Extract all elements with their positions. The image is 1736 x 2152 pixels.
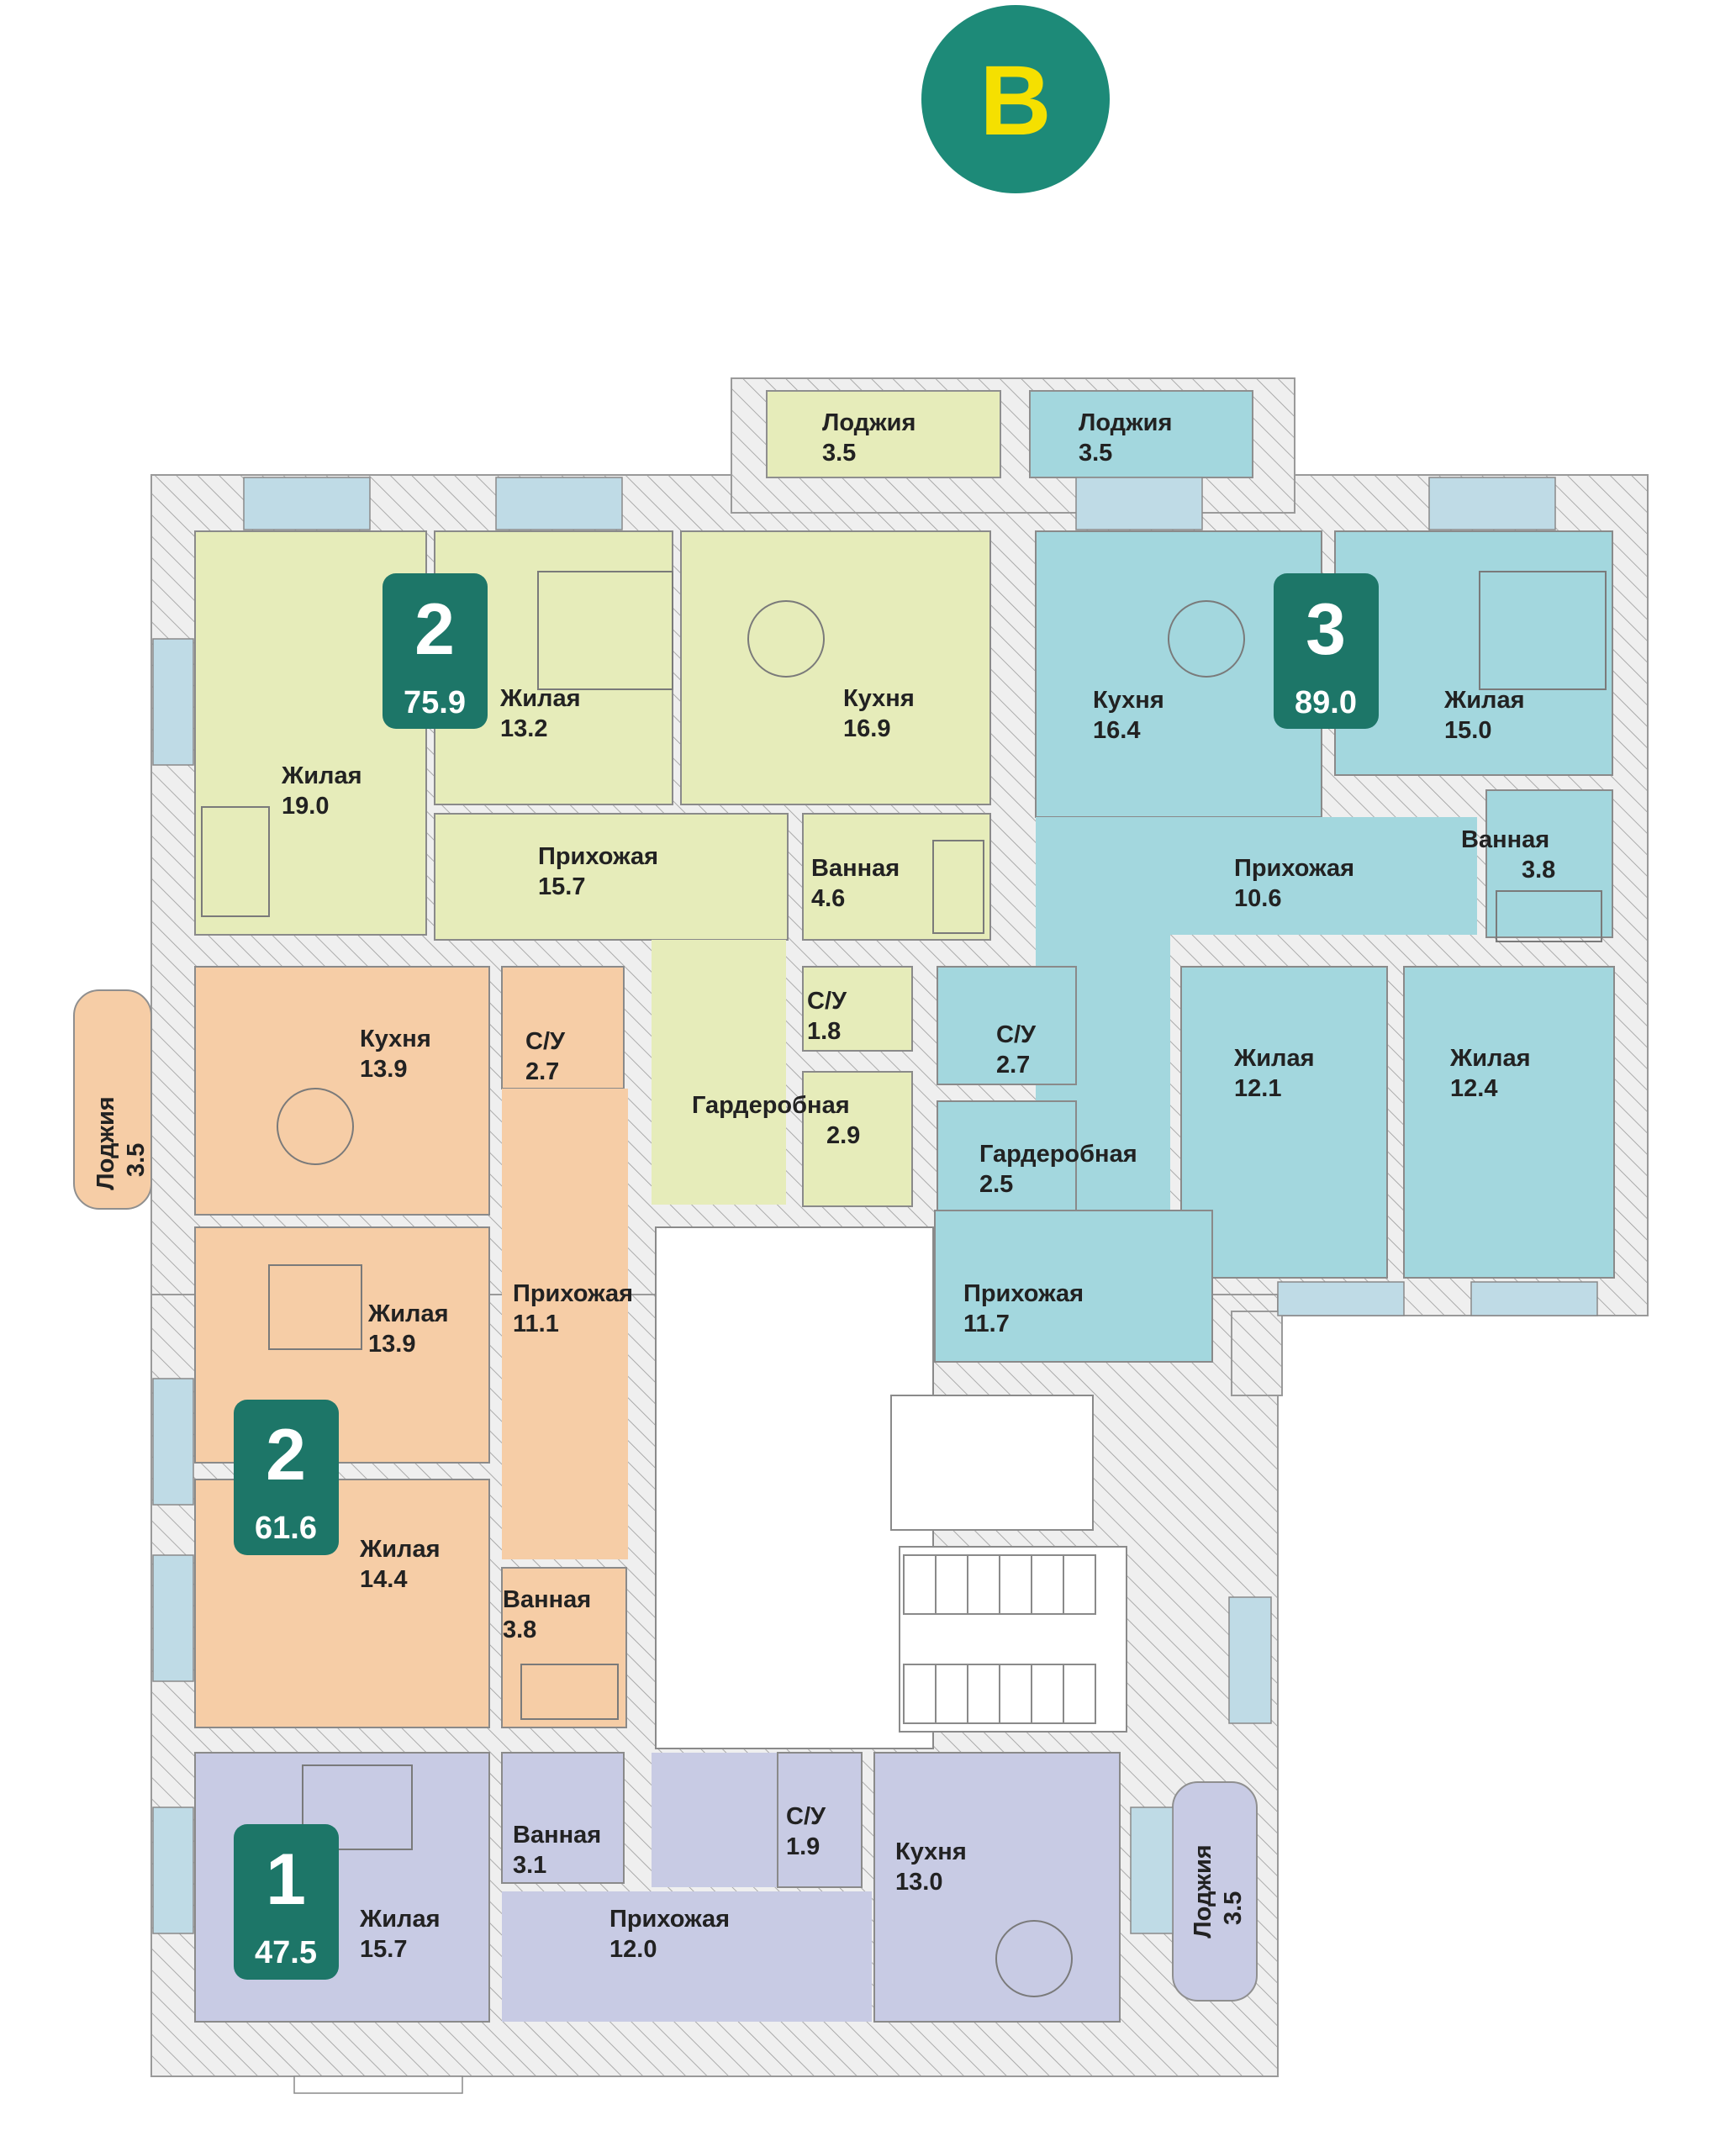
room-name: Прихожая xyxy=(513,1280,633,1307)
room-name: С/У xyxy=(807,988,847,1015)
labels-apt-61-6: Кухня 13.9 С/У 2.7 Жилая 13.9 Прихожая 1… xyxy=(92,1026,633,1643)
room-area: 16.4 xyxy=(1093,717,1140,744)
loggia-top-right xyxy=(1029,390,1253,478)
room-name: С/У xyxy=(786,1803,826,1830)
room-name: Кухня xyxy=(1093,687,1164,714)
room-name: Ванная xyxy=(503,1586,591,1613)
section-letter: В xyxy=(979,45,1051,156)
room-name: Жилая xyxy=(1449,1045,1531,1072)
room-area: 13.2 xyxy=(500,715,547,742)
loggias xyxy=(73,390,1258,2002)
room-name: Жилая xyxy=(359,1536,441,1563)
apartment-badge: 2 75.9 xyxy=(383,573,488,729)
room-area: 11.7 xyxy=(963,1311,1010,1337)
apartment-1-47-5 xyxy=(194,1752,1121,2023)
room-name: Лоджия xyxy=(92,1096,119,1189)
room-name: Прихожая xyxy=(1234,855,1354,882)
room-area: 2.7 xyxy=(996,1052,1030,1079)
room-name: С/У xyxy=(525,1028,566,1055)
stair-steps xyxy=(903,1554,1096,1724)
badge-rooms: 3 xyxy=(1306,589,1346,670)
room-name: Прихожая xyxy=(538,843,658,870)
room-area: 10.6 xyxy=(1234,885,1281,912)
windows xyxy=(152,477,1598,2094)
badge-area: 61.6 xyxy=(255,1511,317,1546)
room-area: 1.9 xyxy=(786,1833,820,1860)
room-name: Жилая xyxy=(1233,1045,1315,1072)
room-area: 14.4 xyxy=(360,1566,407,1593)
badge-area: 47.5 xyxy=(255,1935,317,1970)
room-area: 4.6 xyxy=(811,885,845,912)
room-name: Лоджия xyxy=(1190,1844,1216,1938)
room-name: Жилая xyxy=(367,1300,449,1327)
room-name: Прихожая xyxy=(963,1280,1084,1307)
loggia-top-left xyxy=(766,390,1001,478)
room-area: 3.1 xyxy=(513,1852,546,1879)
section-circle xyxy=(921,5,1110,193)
apartment-badge: 2 61.6 xyxy=(234,1400,339,1555)
room-name: Жилая xyxy=(499,685,581,712)
room-name: Ванная xyxy=(811,855,900,882)
apartment-3-89-0 xyxy=(934,530,1615,1363)
room-area: 15.7 xyxy=(360,1936,407,1963)
room-area: 15.7 xyxy=(538,873,585,900)
room-name: С/У xyxy=(996,1021,1037,1048)
room-name: Ванная xyxy=(1461,826,1549,853)
room-area: 1.8 xyxy=(807,1018,841,1045)
section-badge: В xyxy=(921,5,1110,193)
room-area: 11.1 xyxy=(513,1311,559,1337)
room-area: 19.0 xyxy=(282,793,329,820)
room-name: Ванная xyxy=(513,1822,601,1849)
badge-rooms: 2 xyxy=(266,1415,306,1495)
apartment-2-75-9 xyxy=(194,530,991,1207)
room-name: Кухня xyxy=(895,1838,967,1865)
badge-rooms: 1 xyxy=(266,1839,306,1920)
room-name: Кухня xyxy=(360,1026,431,1052)
room-area: 13.0 xyxy=(895,1869,942,1896)
room-area: 16.9 xyxy=(843,715,890,742)
room-name: Лоджия xyxy=(1079,409,1172,436)
room-name: Гардеробная xyxy=(979,1141,1137,1168)
badge-area: 75.9 xyxy=(404,685,466,720)
room-area: 2.7 xyxy=(525,1058,559,1085)
room-name: Кухня xyxy=(843,685,915,712)
badge-rooms: 2 xyxy=(414,589,455,670)
labels-apt-89-0: Кухня 16.4 Жилая 15.0 Прихожая 10.6 Ванн… xyxy=(963,409,1555,1337)
room-name: Жилая xyxy=(1443,687,1525,714)
room-area: 3.5 xyxy=(1220,1891,1247,1925)
room-area: 12.0 xyxy=(609,1936,657,1963)
room-area: 12.4 xyxy=(1450,1075,1497,1102)
loggia-left xyxy=(73,989,152,1210)
apartment-2-61-6 xyxy=(194,966,628,1728)
labels-apt-47-5: Жилая 15.7 Ванная 3.1 Прихожая 12.0 С/У … xyxy=(359,1803,1247,1963)
furniture xyxy=(201,571,1607,1997)
labels-apt-75-9: Жилая 19.0 Жилая 13.2 Кухня 16.9 Прихожа… xyxy=(281,409,915,1149)
apartment-badge: 3 89.0 xyxy=(1274,573,1379,729)
room-area: 12.1 xyxy=(1234,1075,1281,1102)
room-area: 3.8 xyxy=(1522,857,1555,883)
building-core xyxy=(655,1226,1127,1749)
room-area: 2.5 xyxy=(979,1171,1013,1198)
room-name: Прихожая xyxy=(609,1906,730,1933)
room-area: 3.8 xyxy=(503,1617,536,1643)
room-name: Жилая xyxy=(281,762,362,789)
apartment-badge: 1 47.5 xyxy=(234,1824,339,1980)
room-area: 13.9 xyxy=(368,1331,415,1358)
room-name: Жилая xyxy=(359,1906,441,1933)
room-area: 3.5 xyxy=(123,1143,150,1177)
room-name: Гардеробная xyxy=(692,1092,850,1119)
badge-area: 89.0 xyxy=(1295,685,1357,720)
room-name: Лоджия xyxy=(822,409,915,436)
room-area: 15.0 xyxy=(1444,717,1491,744)
room-area: 3.5 xyxy=(822,440,856,467)
room-area: 2.9 xyxy=(826,1122,860,1149)
room-area: 13.9 xyxy=(360,1056,407,1083)
room-area: 3.5 xyxy=(1079,440,1112,467)
